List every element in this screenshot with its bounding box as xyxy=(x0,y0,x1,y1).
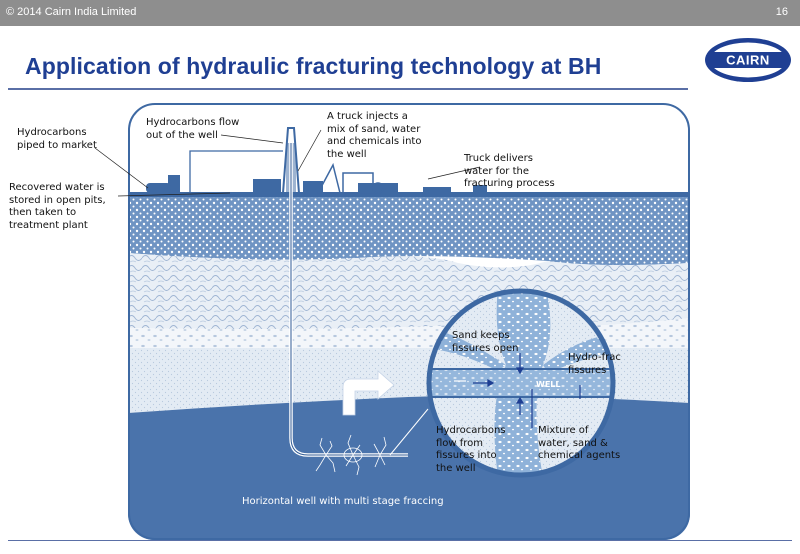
label-hydro-frac: Hydro-frac fissures xyxy=(568,352,621,376)
label-hydrocarbons-from-fissures: Hydrocarbons flow from fissures into the… xyxy=(436,425,506,474)
page-number: 16 xyxy=(775,6,788,18)
slide-title: Application of hydraulic fracturing tech… xyxy=(25,53,602,79)
fracture-marks xyxy=(315,434,387,476)
label-truck-injects: A truck injects a mix of sand, water and… xyxy=(327,111,422,160)
title-divider xyxy=(8,88,688,90)
fracturing-diagram xyxy=(128,103,690,540)
cairn-logo: CAIRN xyxy=(705,38,791,82)
label-well: WELL xyxy=(536,380,561,389)
label-hydrocarbons-flow-out: Hydrocarbons flow out of the well xyxy=(146,117,240,141)
label-horizontal-well: Horizontal well with multi stage fraccin… xyxy=(242,496,444,507)
label-sand-keeps: Sand keeps fissures open xyxy=(452,330,519,354)
label-mixture: Mixture of water, sand & chemical agents xyxy=(538,425,621,461)
copyright-text: © 2014 Cairn India Limited xyxy=(6,6,137,18)
footer-divider xyxy=(8,540,792,541)
logo-text: CAIRN xyxy=(726,53,770,68)
label-truck-delivers: Truck delivers water for the fracturing … xyxy=(464,153,555,189)
top-bar: © 2014 Cairn India Limited 16 xyxy=(0,0,800,26)
label-recovered-water: Recovered water is stored in open pits, … xyxy=(9,182,106,231)
label-hydrocarbons-piped: Hydrocarbons piped to market xyxy=(17,127,97,151)
magnified-lens xyxy=(426,288,616,478)
